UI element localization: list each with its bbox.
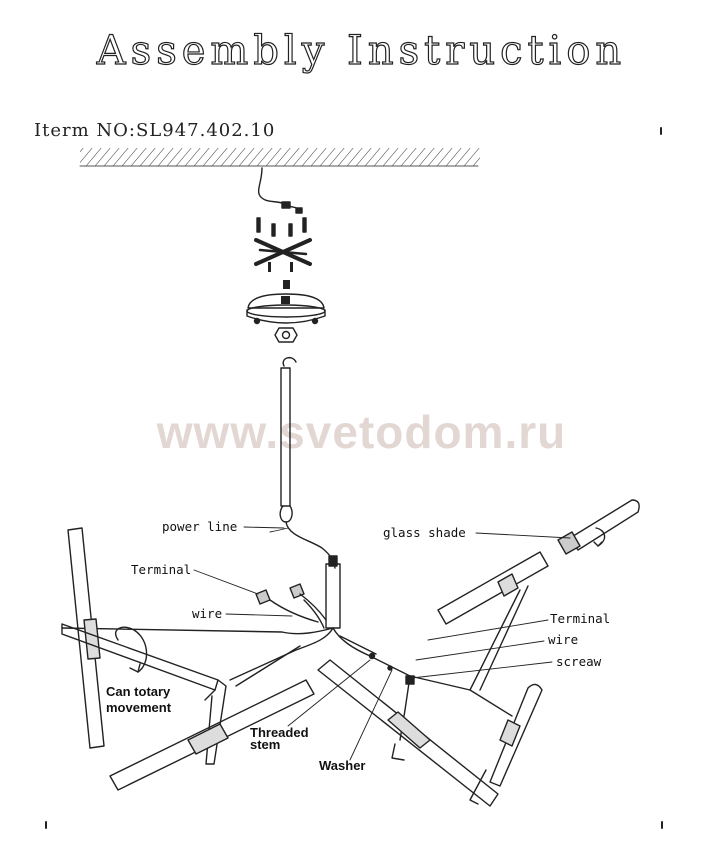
ceiling [79, 148, 480, 167]
joint-screws [368, 652, 415, 685]
cross-bracket [254, 238, 312, 272]
item-number: Iterm NO:SL947.402.10 [34, 120, 276, 141]
label-terminal-right: Terminal [550, 611, 611, 626]
supply-wire [257, 167, 303, 214]
watermark: www.svetodom.ru [156, 406, 567, 458]
power-line [269, 521, 336, 569]
label-wire-left: wire [192, 606, 223, 621]
label-terminal-left: Terminal [131, 562, 192, 577]
label-power-line: power line [162, 519, 238, 534]
page-corner-marks [45, 127, 663, 829]
label-washer: Washer [319, 758, 366, 773]
left-terminal-parts [255, 583, 327, 629]
canopy [246, 293, 326, 325]
hex-nut [274, 327, 298, 343]
label-threaded-line2: stem [250, 737, 281, 752]
hub-arms [61, 627, 513, 741]
label-threaded-line1: Threaded [250, 725, 309, 740]
rotation-arrow [115, 626, 148, 673]
upper-right-tube [437, 551, 549, 691]
center-stem [325, 555, 341, 629]
lower-left-tube [109, 679, 315, 791]
lower-right-tube [469, 683, 543, 805]
center-nut [283, 280, 290, 289]
label-rotary-line2: movement [106, 700, 172, 715]
mounting-screws [256, 217, 307, 237]
glass-shade [557, 499, 640, 555]
left-vertical-tube [67, 527, 105, 749]
label-screaw: screaw [556, 654, 602, 669]
center-lower-tube [317, 659, 499, 807]
suspension-rod [279, 356, 297, 523]
label-glass-shade: glass shade [383, 525, 466, 540]
leader-lines [193, 526, 571, 761]
label-wire-right: wire [548, 632, 579, 647]
page-title: Assembly Instruction [96, 27, 627, 74]
label-rotary-line1: Can totary [106, 684, 171, 699]
